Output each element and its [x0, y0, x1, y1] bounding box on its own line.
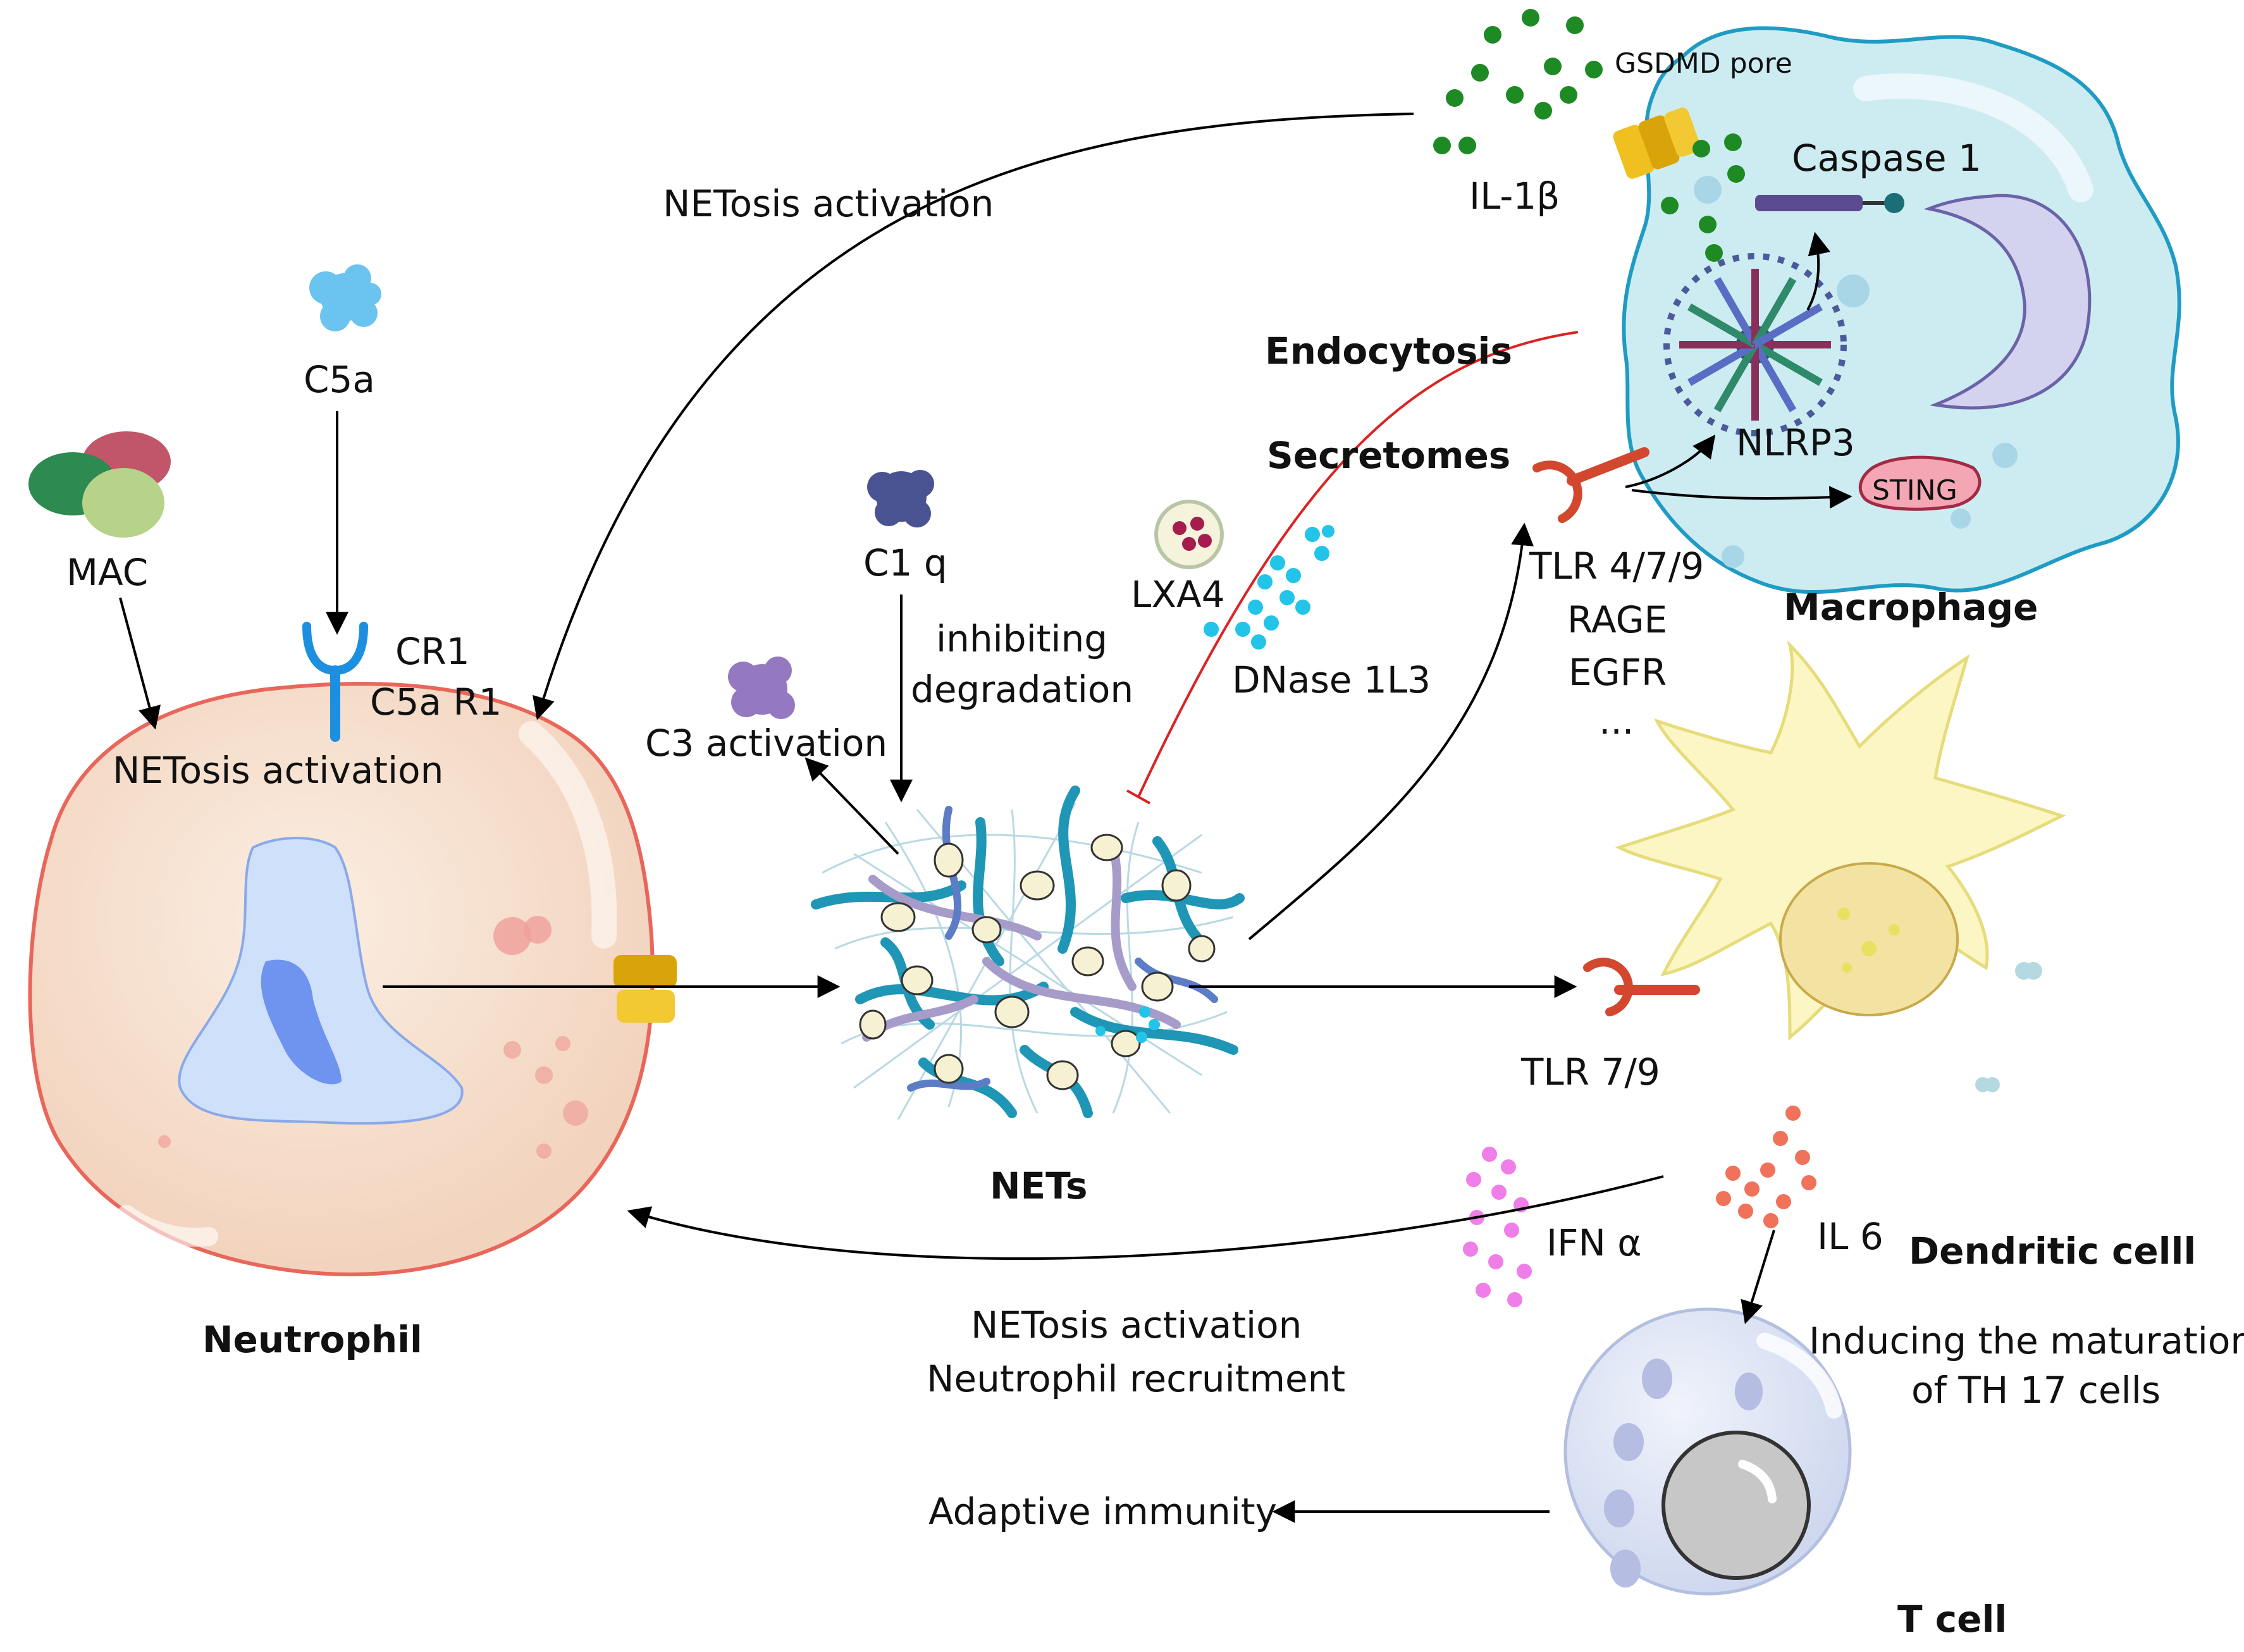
label-c5a: C5a [304, 358, 375, 401]
tlr-receptor-icon [1532, 447, 1649, 523]
arrows [119, 113, 1853, 1523]
label-rage: RAGE [1567, 598, 1667, 641]
label-netosis-activation-left: NETosis activation [113, 749, 443, 792]
labels: GSDMD pore IL-1β Caspase 1 NETosis activ… [66, 47, 2244, 1641]
t-cell-nucleus [1661, 1431, 1811, 1580]
macrophage-cell [1622, 26, 2181, 594]
label-c1q: C1 q [863, 541, 947, 584]
caspase-1-icon [1755, 193, 1904, 213]
sting-icon [1858, 455, 1982, 511]
label-gsdmd-pore: GSDMD pore [1615, 47, 1792, 80]
ifn-alpha-dots [1463, 1147, 1532, 1307]
label-dnase: DNase 1L3 [1232, 658, 1431, 701]
label-il6: IL 6 [1817, 1215, 1883, 1258]
label-c3-activation: C3 activation [645, 722, 887, 765]
il1b-dots [1433, 9, 1745, 262]
label-inhibiting: inhibiting [936, 617, 1107, 660]
label-nets: NETs [990, 1164, 1088, 1207]
c5a-molecule-icon [309, 264, 381, 331]
gsdmd-pore-icon [1613, 108, 1701, 179]
lxa4-vesicle-icon [1154, 500, 1224, 569]
label-mac: MAC [66, 551, 148, 594]
neutrophil-channel-icon [613, 955, 677, 1023]
label-ellipsis: ... [1599, 700, 1634, 743]
label-egfr: EGFR [1569, 651, 1667, 694]
label-sting: STING [1872, 474, 1957, 507]
tlr-7-9-receptor-icon [1583, 958, 1700, 1016]
label-dendritic-cell: Dendritic celll [1909, 1230, 2196, 1273]
arrow-mac-to-neutrophil [119, 597, 161, 730]
label-adaptive-immunity: Adaptive immunity [928, 1490, 1277, 1533]
label-t-cell: T cell [1897, 1598, 2007, 1641]
label-endocytosis: Endocytosis [1265, 330, 1512, 373]
label-degradation: degradation [911, 668, 1133, 711]
c1q-molecule-icon [867, 470, 934, 527]
arrow-nets-to-tlr479 [1248, 522, 1534, 940]
label-macrophage: Macrophage [1784, 586, 2038, 629]
label-neutrophil-recruitment: Neutrophil recruitment [927, 1357, 1345, 1400]
label-nlrp3: NLRP3 [1736, 421, 1855, 464]
dendritic-cell [1615, 639, 2066, 1092]
arrow-nets-to-c3 [805, 757, 899, 855]
label-secretomes: Secretomes [1267, 434, 1510, 477]
label-netosis-activation-bottom: NETosis activation [971, 1304, 1302, 1347]
t-cell [1563, 1307, 1852, 1596]
dendritic-nucleus [1779, 862, 1959, 1016]
nets-icon [811, 786, 1245, 1120]
arrow-il1b-to-neutrophil [533, 113, 1414, 720]
nlrp3-inflammasome-icon [1663, 253, 1847, 436]
neutrophil-cell [28, 682, 655, 1276]
label-c5ar1: C5a R1 [370, 681, 502, 724]
c3-molecule-icon [728, 656, 795, 719]
label-th17-line2: of TH 17 cells [1911, 1369, 2161, 1412]
arrow-il6-to-tcell [1741, 1230, 1775, 1324]
dnase-dots [1204, 525, 1335, 650]
arrow-dendritic-to-neutrophil [627, 1175, 1664, 1261]
arrow-tlr-to-sting [1631, 486, 1853, 509]
neutrophil-nucleus [178, 837, 464, 1125]
label-lxa4: LXA4 [1131, 573, 1225, 616]
mac-complex-icon [28, 431, 171, 538]
cr1-c5ar1-receptor-icon [302, 622, 368, 742]
inhibition-line [1126, 331, 1579, 804]
label-caspase1: Caspase 1 [1792, 137, 1982, 180]
label-neutrophil: Neutrophil [202, 1318, 422, 1361]
arrow-tlr-to-nlrp3 [1625, 435, 1716, 488]
label-cr1: CR1 [395, 630, 470, 673]
label-ifn-alpha: IFN α [1546, 1221, 1642, 1264]
arrow-nlrp3-to-caspase1 [1806, 231, 1830, 311]
label-netosis-activation-top: NETosis activation [663, 182, 994, 225]
label-il1b: IL-1β [1469, 175, 1560, 218]
label-th17-line1: Inducing the maturation [1809, 1319, 2244, 1362]
il6-dots [1716, 1106, 1816, 1228]
label-tlr-79: TLR 7/9 [1520, 1051, 1660, 1094]
label-tlr-479: TLR 4/7/9 [1529, 545, 1704, 588]
macrophage-nucleus [1923, 194, 2092, 410]
